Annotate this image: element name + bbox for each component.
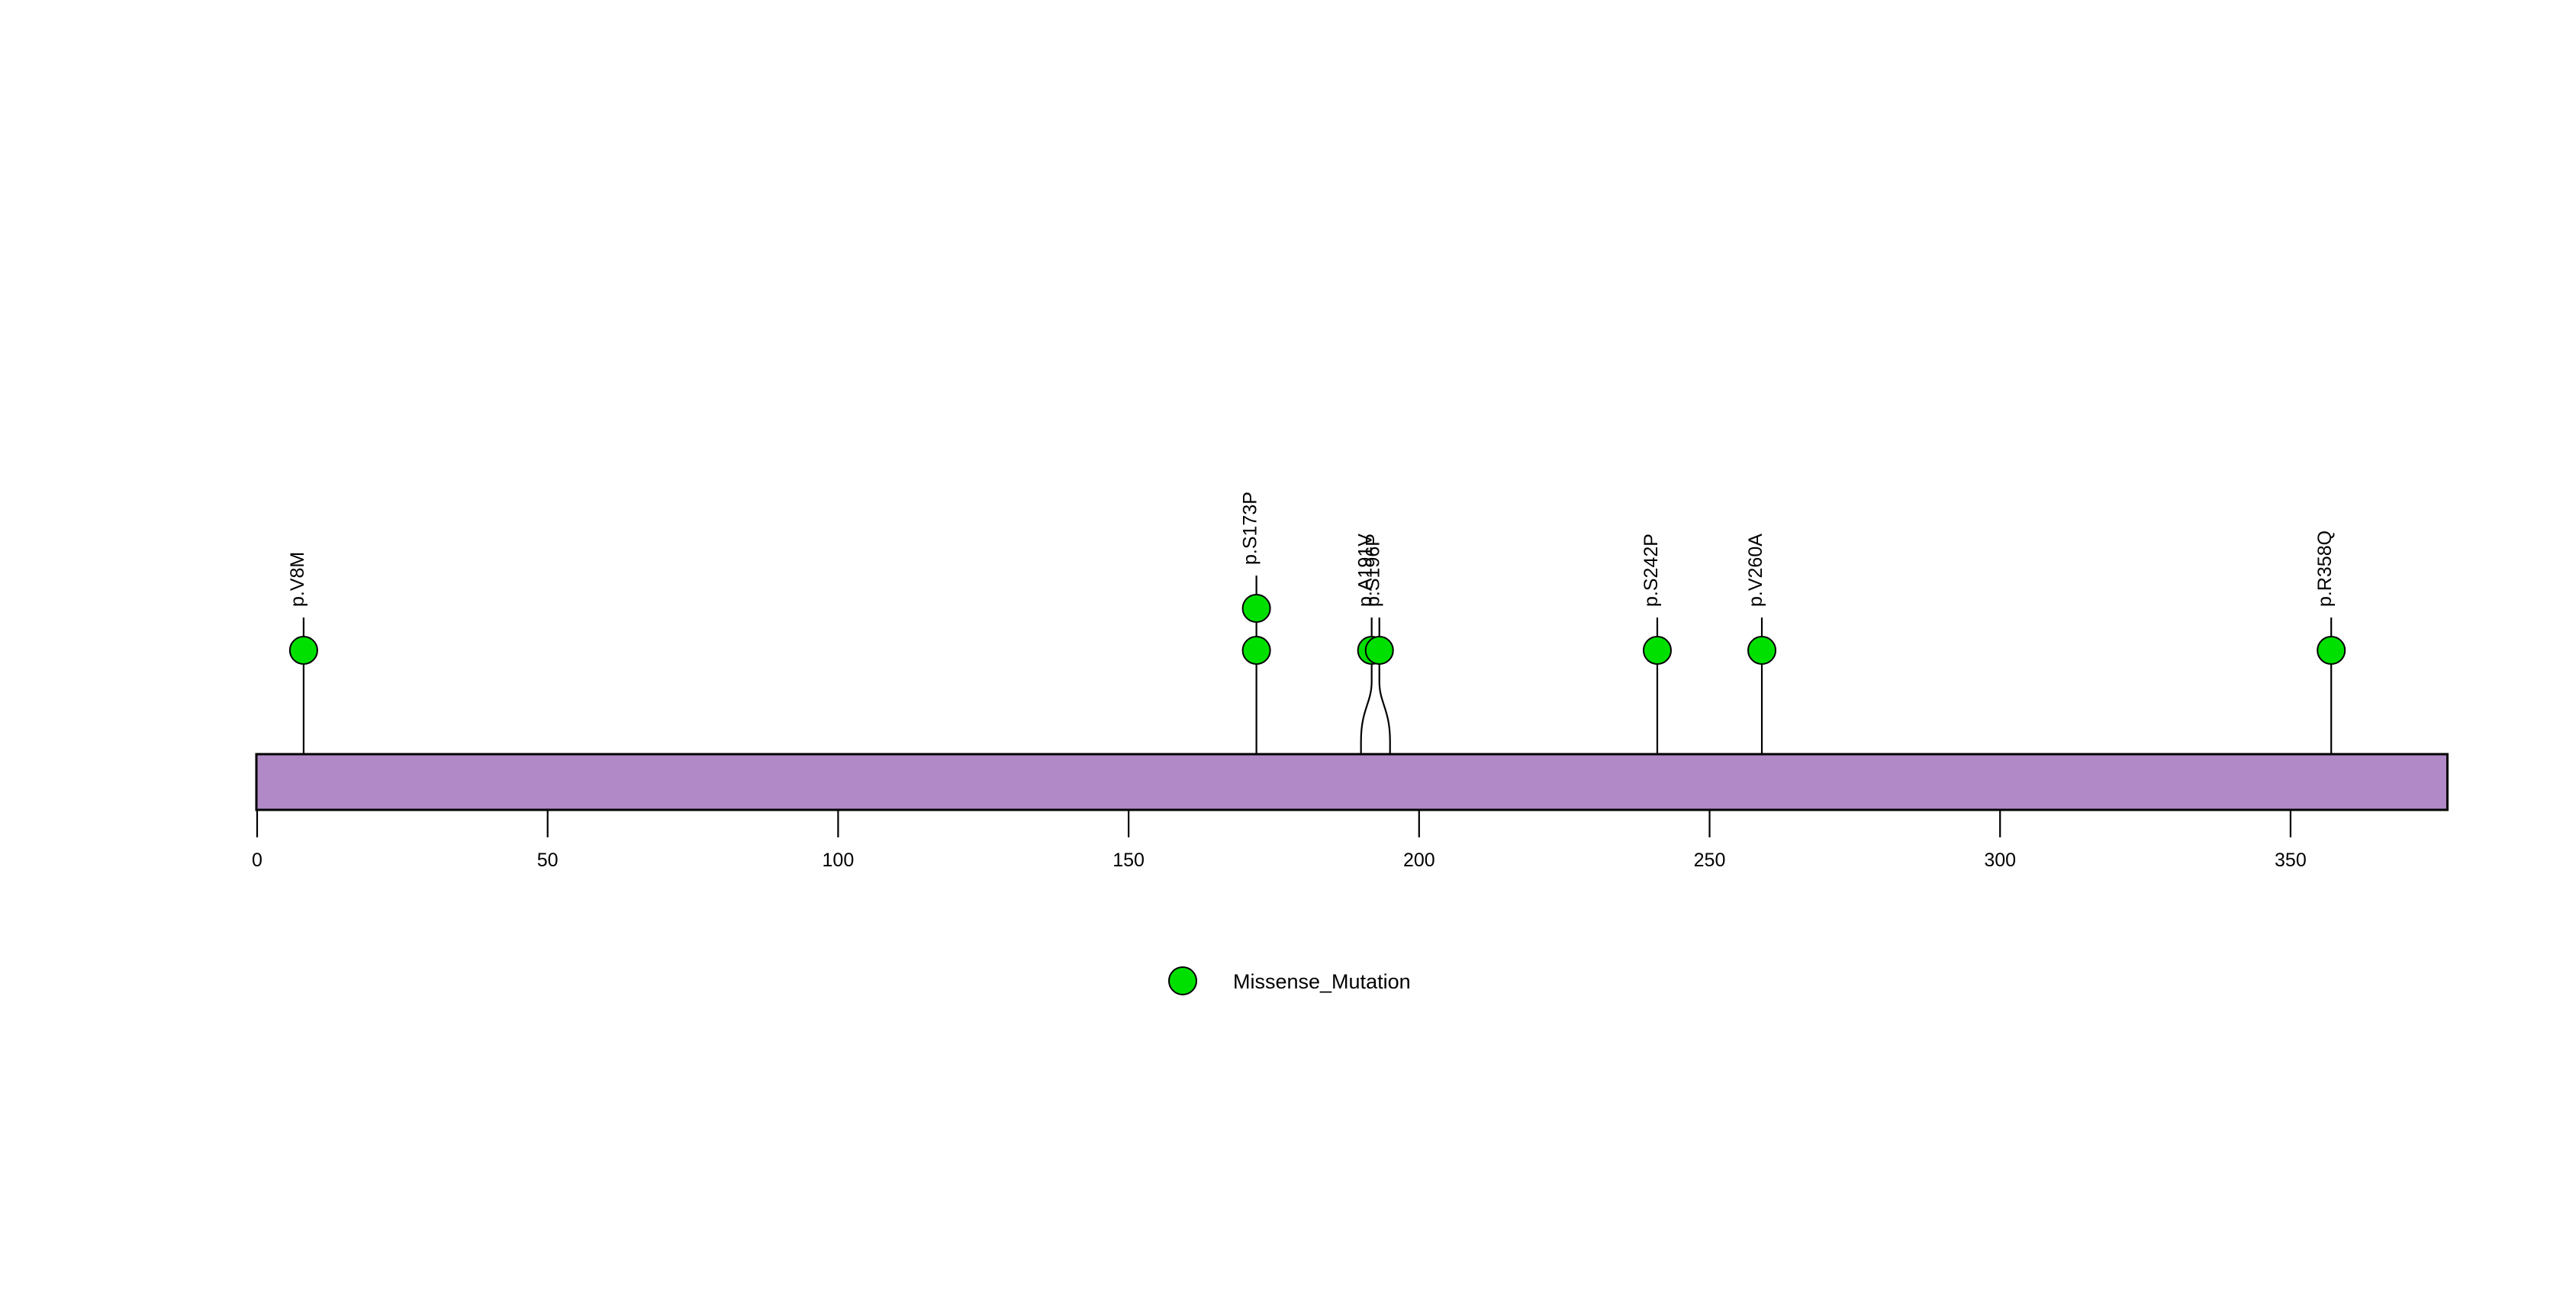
mutation-label: p.V8M — [287, 552, 308, 607]
mutation-label: p.S173P — [1240, 492, 1261, 565]
protein-backbone-bar — [255, 753, 2449, 811]
lollipop-stem — [1378, 618, 1391, 810]
mutation-label: p.V260A — [1745, 534, 1766, 607]
mutation-label: p.A191V — [1355, 534, 1377, 607]
mutation-marker[interactable]: p.V8M (Missense_Mutation) — [288, 636, 318, 665]
axis-tick-label: 300 — [1984, 850, 2016, 871]
protein-bar — [255, 753, 2449, 811]
mutation-marker[interactable]: p.V260A (Missense_Mutation) — [1747, 636, 1777, 665]
x-axis: 0 50 100 150 200 250 300 350 — [252, 810, 2307, 871]
axis-tick-label: 250 — [1694, 850, 1726, 871]
axis-tick-label: 50 — [537, 850, 559, 871]
mutation-marker[interactable]: p.S196P (Missense_Mutation) — [1364, 636, 1394, 665]
legend-label: Missense_Mutation — [1233, 970, 1411, 993]
mutation-marker[interactable]: p.S242P (Missense_Mutation) — [1642, 636, 1672, 665]
mutation-markers[interactable]: p.V8M (Missense_Mutation) p.S173P (Missen… — [288, 594, 2346, 665]
lollipop-stem — [1360, 618, 1373, 810]
legend-marker — [1168, 966, 1197, 995]
mutation-marker[interactable]: p.S173P (Missense_Mutation) — [1241, 594, 1271, 623]
axis-tick-label: 200 — [1403, 850, 1435, 871]
mutation-label: p.R358Q — [2314, 531, 2336, 607]
axis-tick-label: 350 — [2275, 850, 2307, 871]
legend: Missense_Mutation — [1168, 966, 1411, 995]
mutation-marker[interactable]: p.S173P (Missense_Mutation) — [1241, 636, 1271, 665]
mutation-label: p.S242P — [1641, 534, 1662, 607]
mutation-label: p.S196P — [1363, 534, 1384, 607]
mutation-marker[interactable]: p.R358Q (Missense_Mutation) — [2317, 636, 2346, 665]
axis-tick-label: 150 — [1113, 850, 1145, 871]
axis-tick-label: 0 — [252, 850, 262, 871]
axis-tick-label: 100 — [823, 850, 855, 871]
